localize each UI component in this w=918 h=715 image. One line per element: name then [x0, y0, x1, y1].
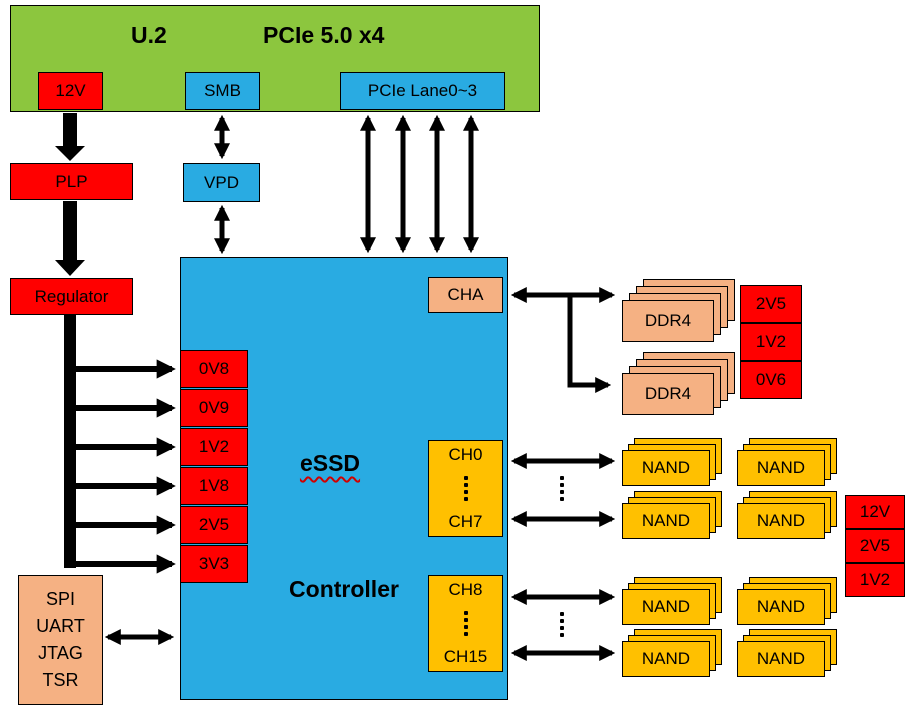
vpd-block: VPD [183, 163, 260, 202]
nand-rail-2v5: 2V5 [845, 529, 905, 563]
nand-chip: NAND [622, 503, 710, 539]
ddr4-chip: DDR4 [622, 300, 714, 342]
debug-line-tsr: TSR [42, 670, 79, 690]
nand-bus-ellipsis-a [560, 473, 564, 504]
controller-title-line2: Controller [289, 576, 399, 602]
ch7-label: CH7 [448, 512, 483, 531]
regulator-power-trunk [64, 315, 76, 568]
arrow-12v-to-plp [55, 113, 85, 161]
plp-block: PLP [10, 163, 133, 200]
debug-interface-block: SPI UART JTAG TSR [18, 575, 103, 705]
nand-chip: NAND [622, 641, 710, 677]
channel-ellipsis-a [463, 473, 468, 504]
host-pcie-lane-port: PCIe Lane0~3 [340, 72, 505, 110]
host-bus-label: PCIe 5.0 x4 [263, 22, 385, 48]
dram-rail-2v5: 2V5 [740, 285, 802, 323]
nand-chip: NAND [737, 589, 825, 625]
nand-chip: NAND [737, 641, 825, 677]
host-smb-port: SMB [185, 72, 260, 110]
rail-1v8: 1V8 [180, 467, 248, 505]
ch15-label: CH15 [443, 647, 488, 666]
nand-chip: NAND [737, 503, 825, 539]
channel-ellipsis-b [463, 608, 468, 639]
host-12v-port: 12V [38, 72, 103, 110]
controller-title-line1: eSSD [299, 450, 361, 476]
nand-bus-ellipsis-b [560, 609, 564, 640]
debug-line-jtag: JTAG [38, 643, 83, 663]
rail-0v9: 0V9 [180, 389, 248, 427]
rail-1v2: 1V2 [180, 428, 248, 466]
rail-2v5: 2V5 [180, 506, 248, 544]
dram-rail-1v2: 1V2 [740, 323, 802, 361]
nand-chip: NAND [622, 589, 710, 625]
ddr4-chip: DDR4 [622, 373, 714, 415]
debug-line-uart: UART [36, 616, 85, 636]
rail-3v3: 3V3 [180, 545, 248, 583]
nand-chip: NAND [622, 450, 710, 486]
arrow-cha-ddr4-b [567, 295, 612, 394]
nand-rail-12v: 12V [845, 495, 905, 529]
nand-chip: NAND [737, 450, 825, 486]
rail-0v8: 0V8 [180, 350, 248, 388]
channel-block-ch8-ch15: CH8 CH15 [428, 575, 503, 672]
nand-rail-1v2: 1V2 [845, 563, 905, 597]
ch8-label: CH8 [448, 580, 483, 599]
host-name-label: U.2 [131, 22, 167, 48]
debug-line-spi: SPI [45, 589, 75, 609]
arrow-plp-to-regulator [55, 201, 85, 276]
cha-block: CHA [428, 277, 503, 313]
channel-block-ch0-ch7: CH0 CH7 [428, 440, 503, 537]
ch0-label: CH0 [448, 445, 483, 464]
regulator-block: Regulator [10, 278, 133, 315]
dram-rail-0v6: 0V6 [740, 361, 802, 399]
